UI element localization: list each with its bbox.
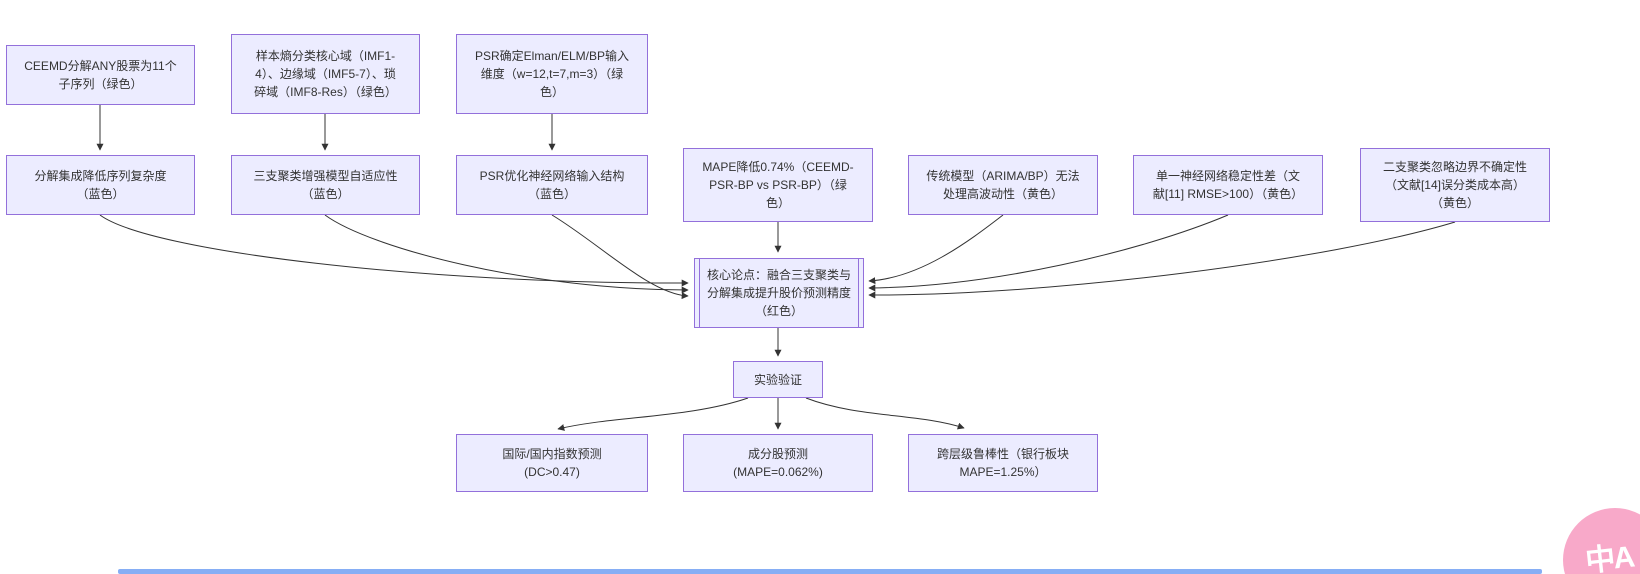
edge-experiment-to-index [557,397,749,431]
node-robustness-label: 跨层级鲁棒性（银行板块 MAPE=1.25%） [936,447,1069,479]
node-single-nn: 单一神经网络稳定性差（文 献[11] RMSE>100）（黄色） [1133,155,1323,215]
node-sample-entropy: 样本熵分类核心域（IMF1- 4）、边缘域（IMF5-7）、琐 碎域（IMF8-… [231,34,420,114]
node-index-prediction-label: 国际/国内指数预测 (DC>0.47) [502,447,602,479]
node-mape-reduce-label: MAPE降低0.74%（CEEMD- PSR-BP vs PSR-BP）（绿 色… [702,160,854,210]
edge-decomposition-to-core [99,214,689,287]
node-ceemd-label: CEEMD分解ANY股票为11个 子序列（绿色） [24,59,177,91]
node-core-thesis-label: 核心论点：融合三支聚类与 分解集成提升股价预测精度 （红色） [706,268,851,318]
translate-badge-label: 中A [1583,540,1635,574]
edge-singlenn-to-core [868,214,1229,292]
node-traditional-label: 传统模型（ARIMA/BP）无法 处理高波动性（黄色） [926,169,1080,201]
node-two-way: 二支聚类忽略边界不确定性 （文献[14]误分类成本高） （黄色） [1360,148,1550,222]
node-psr-input-label: PSR确定Elman/ELM/BP输入 维度（w=12,t=7,m=3）（绿 色… [474,49,630,99]
node-experiment: 实验验证 [733,361,823,398]
node-experiment-label: 实验验证 [753,372,802,387]
node-three-way: 三支聚类增强模型自适应性 （蓝色） [231,155,420,215]
node-decomposition: 分解集成降低序列复杂度 （蓝色） [6,155,195,215]
node-three-way-label: 三支聚类增强模型自适应性 （蓝色） [253,169,398,201]
node-single-nn-label: 单一神经网络稳定性差（文 献[11] RMSE>100）（黄色） [1152,169,1304,201]
node-psr-optimize: PSR优化神经网络输入结构 （蓝色） [456,155,648,215]
node-robustness: 跨层级鲁棒性（银行板块 MAPE=1.25%） [908,434,1098,492]
node-sample-entropy-label: 样本熵分类核心域（IMF1- 4）、边缘域（IMF5-7）、琐 碎域（IMF8-… [254,49,397,99]
node-psr-optimize-label: PSR优化神经网络输入结构 （蓝色） [479,169,625,201]
node-psr-input: PSR确定Elman/ELM/BP输入 维度（w=12,t=7,m=3）（绿 色… [456,34,648,114]
edge-threeway-to-core [324,214,689,294]
node-traditional: 传统模型（ARIMA/BP）无法 处理高波动性（黄色） [908,155,1098,215]
node-stock-prediction-label: 成分股预测 (MAPE=0.062%) [733,447,823,479]
node-ceemd: CEEMD分解ANY股票为11个 子序列（绿色） [6,45,195,105]
edge-experiment-to-robustness [805,397,965,430]
node-two-way-label: 二支聚类忽略边界不确定性 （文献[14]误分类成本高） （黄色） [1382,160,1527,210]
horizontal-scrollbar[interactable] [118,569,1542,574]
node-mape-reduce: MAPE降低0.74%（CEEMD- PSR-BP vs PSR-BP）（绿 色… [683,148,873,222]
translate-badge-button[interactable]: 中A [1563,508,1640,574]
node-decomposition-label: 分解集成降低序列复杂度 （蓝色） [34,169,167,201]
node-core-thesis: 核心论点：融合三支聚类与 分解集成提升股价预测精度 （红色） [694,258,864,328]
edge-psroptimize-to-core [551,214,689,300]
edge-twoway-to-core [868,221,1456,299]
edge-traditional-to-core [868,214,1004,285]
node-stock-prediction: 成分股预测 (MAPE=0.062%) [683,434,873,492]
node-index-prediction: 国际/国内指数预测 (DC>0.47) [456,434,648,492]
